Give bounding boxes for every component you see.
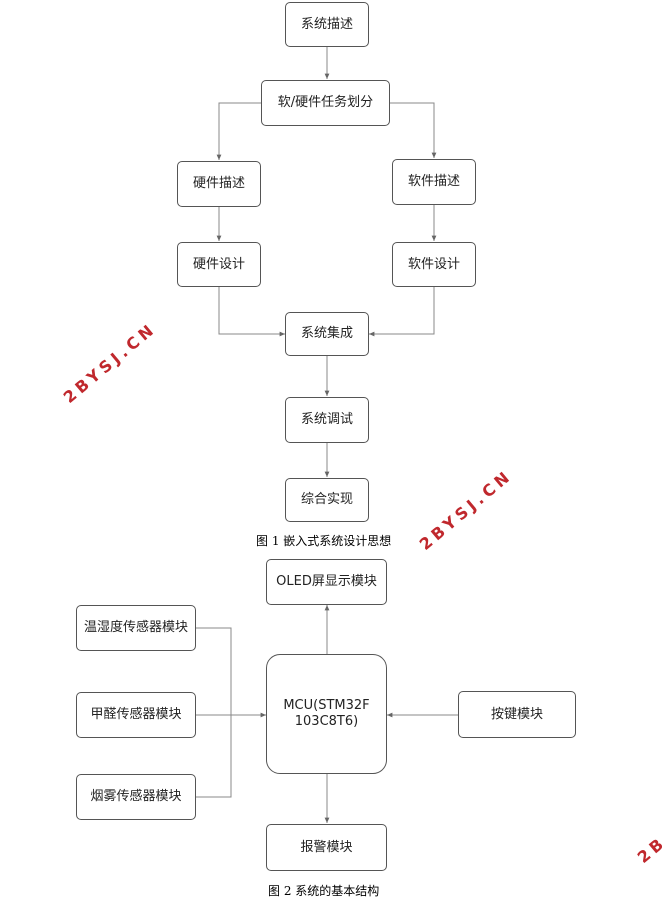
figure-1-caption: 图 1 嵌入式系统设计思想 <box>256 534 392 548</box>
node-key-module: 按键模块 <box>458 691 576 738</box>
node-software-description: 软件描述 <box>392 159 476 205</box>
node-hardware-design: 硬件设计 <box>177 242 261 287</box>
edge-swdesign-to-integration <box>369 287 435 337</box>
node-mcu: MCU(STM32F103C8T6) <box>266 654 387 774</box>
node-alarm-module: 报警模块 <box>266 824 387 871</box>
node-system-debug: 系统调试 <box>285 397 369 443</box>
edge-task-to-swdesc <box>390 102 437 158</box>
node-task-division: 软/硬件任务划分 <box>261 80 390 126</box>
edge-smoke-branch <box>196 715 232 798</box>
edge-task-to-hwdesc <box>216 102 261 160</box>
node-system-description: 系统描述 <box>285 2 369 47</box>
edge-temp-branch <box>196 627 232 715</box>
node-software-design: 软件设计 <box>392 242 476 287</box>
node-system-integration: 系统集成 <box>285 312 369 356</box>
node-oled-display: OLED屏显示模块 <box>266 559 387 605</box>
node-formaldehyde-sensor: 甲醛传感器模块 <box>76 692 196 738</box>
figure-2-caption: 图 2 系统的基本结构 <box>268 884 380 898</box>
node-temp-humidity-sensor: 温湿度传感器模块 <box>76 605 196 651</box>
node-hardware-description: 硬件描述 <box>177 161 261 207</box>
edge-hwdesign-to-integration <box>218 287 285 337</box>
node-smoke-sensor: 烟雾传感器模块 <box>76 774 196 820</box>
node-implementation: 综合实现 <box>285 478 369 522</box>
